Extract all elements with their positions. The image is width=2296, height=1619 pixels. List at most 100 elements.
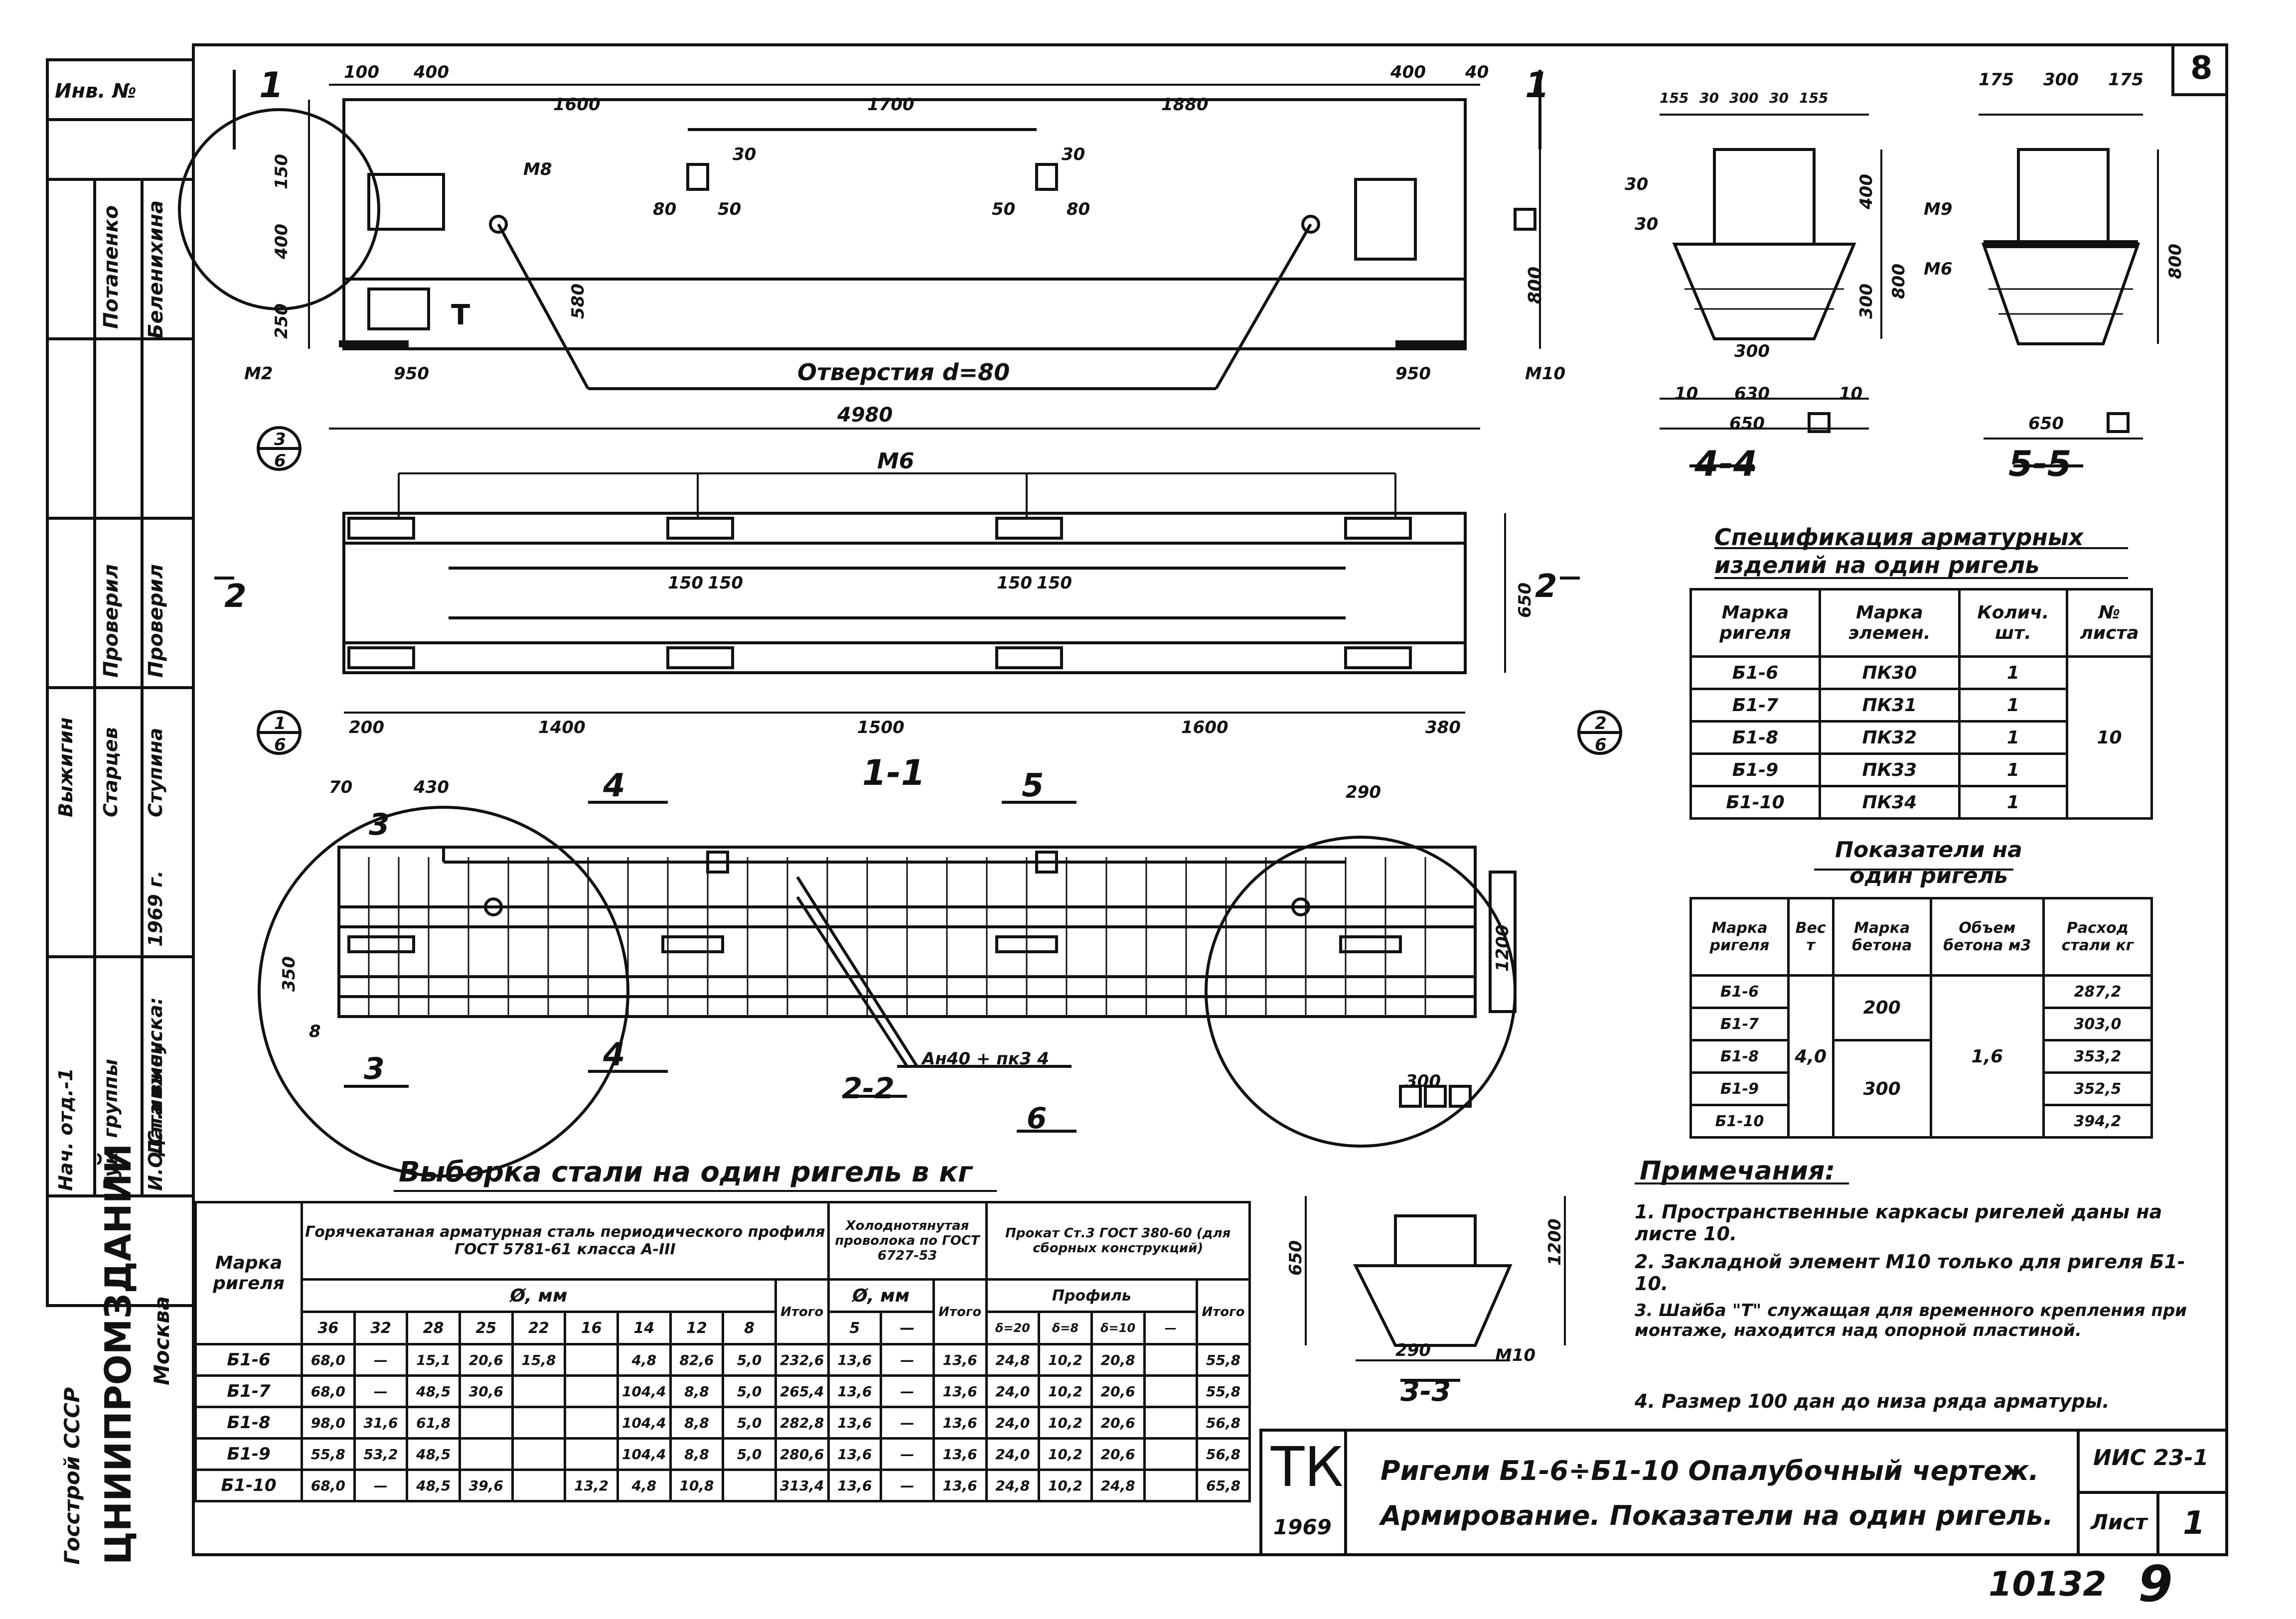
steel-col-mark: Марка ригеля xyxy=(194,1201,303,1345)
title-line-2: Армирование. Показатели на один ригель. xyxy=(1380,1500,2053,1531)
steel-cell: 10,2 xyxy=(1038,1437,1093,1471)
mark-m9: М8 xyxy=(523,159,552,179)
steel-cell: 20,8 xyxy=(1090,1343,1146,1377)
cut-4-bottom: 4 xyxy=(603,1036,625,1073)
steel-cell: 24,8 xyxy=(1090,1469,1146,1502)
steel-row-mark: Б1-8 xyxy=(194,1406,303,1440)
spec-cell: 1 xyxy=(1958,720,2069,755)
ind-mark: Б1-7 xyxy=(1689,1007,1790,1041)
steel-cell: 13,6 xyxy=(827,1374,883,1408)
staff-name-3: Выжигин xyxy=(55,717,77,817)
spec-cell: ПК34 xyxy=(1818,785,1961,820)
holes-label: Отверстия d=80 xyxy=(797,359,1010,386)
detail-circle-2 xyxy=(1205,836,1517,1148)
s33-dim-1200: 1200 xyxy=(1545,1218,1565,1266)
steel-profile-cell: δ=10 xyxy=(1090,1311,1146,1345)
steel-cell: 13,6 xyxy=(932,1406,988,1440)
steel-cell: 55,8 xyxy=(1196,1343,1251,1377)
sheet-number: 1 xyxy=(2183,1505,2205,1542)
section-1-mark-right: 1 xyxy=(1525,65,1549,106)
series-code: ИИС 23-1 xyxy=(2093,1445,2209,1471)
spec-cell: 1 xyxy=(1958,688,2069,723)
ind-steel: 352,5 xyxy=(2042,1071,2153,1106)
steel-cell xyxy=(722,1469,777,1502)
steel-cell: 8,8 xyxy=(669,1406,725,1440)
ind-grade-300: 300 xyxy=(1832,1039,1932,1139)
s44-bot-630: 630 xyxy=(1734,384,1770,404)
section-1-1-title: 1-1 xyxy=(862,752,925,793)
cut-4-top: 4 xyxy=(603,767,625,804)
dim-400-right: 400 xyxy=(1390,62,1426,82)
steel-cell: 30,6 xyxy=(458,1374,514,1408)
steel-cell: 13,6 xyxy=(827,1437,883,1471)
steel-cell: — xyxy=(880,1374,935,1408)
steel-cell: 24,0 xyxy=(985,1406,1041,1440)
indicators-title: Показатели на один ригель xyxy=(1835,837,2022,888)
steel-cell xyxy=(1143,1343,1199,1377)
page-number: 9 xyxy=(2138,1555,2173,1613)
plan-dim-1400: 1400 xyxy=(538,718,586,737)
steel-cell: 68,0 xyxy=(301,1343,356,1377)
spec-cell: Б1-9 xyxy=(1689,752,1821,787)
staff-name-2: Беленихина xyxy=(145,200,167,339)
steel-cell: 48,5 xyxy=(406,1469,461,1502)
plan-section-2-right: 2 xyxy=(1535,568,1557,605)
s44-side-300: 300 xyxy=(1856,284,1876,319)
mark-t: Т xyxy=(451,299,470,331)
ind-steel: 303,0 xyxy=(2042,1007,2153,1041)
steel-cell: 31,6 xyxy=(353,1406,409,1440)
dim-400: 400 xyxy=(414,62,449,82)
s55-top-175a: 175 xyxy=(1979,70,2014,90)
steel-cell: 20,6 xyxy=(1090,1374,1146,1408)
steel-diam: 16 xyxy=(564,1311,619,1345)
dim-1600: 1600 xyxy=(553,95,601,115)
section-5-5-flange xyxy=(1981,243,2141,345)
steel-cell xyxy=(564,1374,619,1408)
steel-group-3: Прокат Ст.3 ГОСТ 380-60 (для сборных кон… xyxy=(985,1201,1251,1281)
steel-cell: 280,6 xyxy=(774,1437,830,1471)
spec-cell: Б1-7 xyxy=(1689,688,1821,723)
s44-top-155a: 155 xyxy=(1660,90,1689,106)
steel-cell: 48,5 xyxy=(406,1374,461,1408)
steel-cell: 24,0 xyxy=(985,1437,1041,1471)
plan-dim-1500: 1500 xyxy=(857,718,905,737)
steel-cell: 10,2 xyxy=(1038,1343,1093,1377)
steel-cell: 13,6 xyxy=(827,1469,883,1502)
node-1-bottom: 6 xyxy=(274,735,286,755)
ind-mark: Б1-9 xyxy=(1689,1071,1790,1106)
steel-group-1: Горячекатаная арматурная сталь периодиче… xyxy=(301,1201,830,1281)
ind-header-cell: Вес т xyxy=(1787,897,1835,977)
steel-cell: 13,2 xyxy=(564,1469,619,1502)
steel-diam-blank: — xyxy=(880,1311,935,1345)
steel-cell: 13,6 xyxy=(827,1406,883,1440)
plan-width: 650 xyxy=(1515,583,1535,618)
steel-cell: 4,8 xyxy=(616,1343,672,1377)
spec-sheet-cell: 10 xyxy=(2066,655,2153,820)
steel-diam: 12 xyxy=(669,1311,725,1345)
s44-top-300: 300 xyxy=(1729,90,1759,106)
steel-cell: 13,6 xyxy=(827,1343,883,1377)
s44-top-30a: 30 xyxy=(1699,90,1719,106)
small-30-left: 30 xyxy=(733,145,757,164)
note-4: 4. Размер 100 дан до низа ряда арматуры. xyxy=(1635,1390,2110,1412)
steel-cell: 82,6 xyxy=(669,1343,725,1377)
small-30-right: 30 xyxy=(1062,145,1085,164)
cut-3-bottom: 3 xyxy=(364,1051,385,1086)
spec-cell: 1 xyxy=(1958,785,2069,820)
steel-cell: 15,1 xyxy=(406,1343,461,1377)
org-ministry: Госстрой СССР xyxy=(60,1387,84,1565)
steel-diam-label: Ø, мм xyxy=(301,1278,777,1313)
steel-cell: 65,8 xyxy=(1196,1469,1251,1502)
steel-cell: 282,8 xyxy=(774,1406,830,1440)
steel-cell: 10,8 xyxy=(669,1469,725,1502)
section-4-4-web xyxy=(1713,148,1816,246)
ind-steel: 394,2 xyxy=(2042,1104,2153,1139)
steel-cell: 8,8 xyxy=(669,1437,725,1471)
steel-cell: 104,4 xyxy=(616,1374,672,1408)
title-line-1: Ригели Б1-6÷Б1-10 Опалубочный чертеж. xyxy=(1380,1455,2039,1486)
steel-cell: 10,2 xyxy=(1038,1374,1093,1408)
node-3-top: 3 xyxy=(274,430,286,449)
